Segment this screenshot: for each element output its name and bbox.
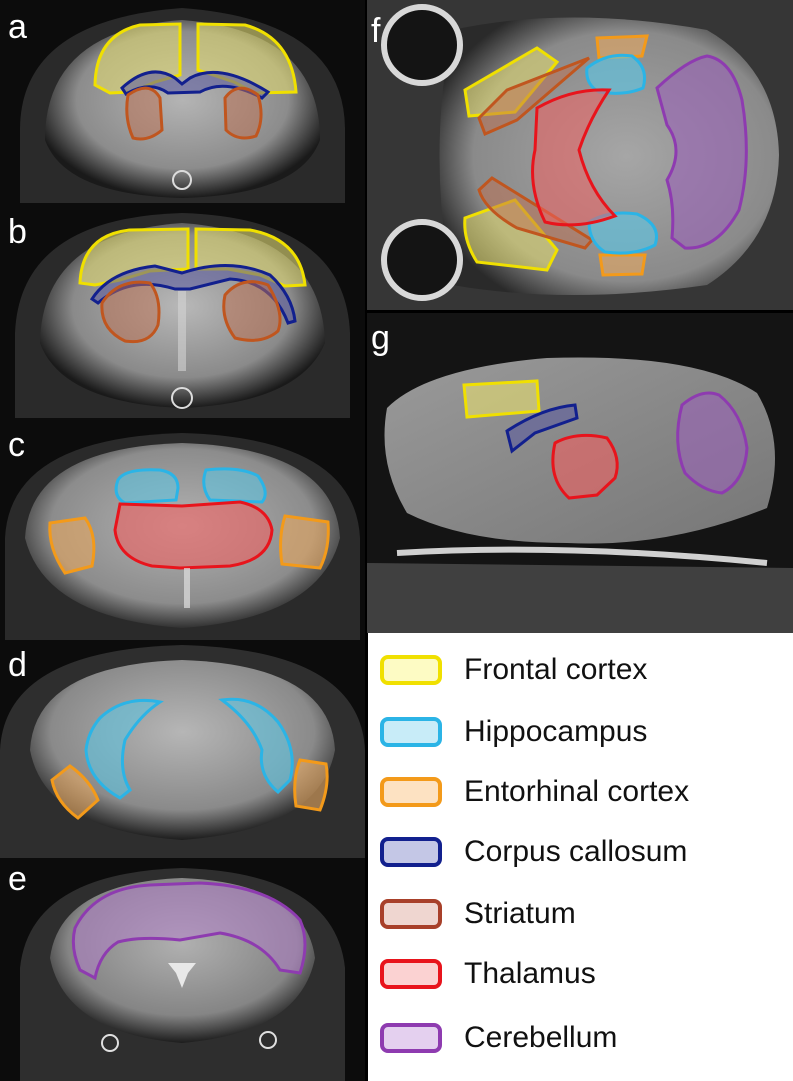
panel-label-d: d: [8, 646, 27, 684]
legend-item: Entorhinal cortex: [380, 773, 790, 813]
panel-c: c: [0, 418, 365, 640]
legend-label: Entorhinal cortex: [464, 775, 690, 808]
thalamus-region: [531, 88, 618, 227]
entorhinal-cortex-region: [598, 253, 647, 277]
hippocampus-region: [84, 698, 164, 800]
legend-swatch: [380, 655, 442, 685]
striatum-region: [125, 86, 164, 141]
legend-item: Corpus callosum: [380, 833, 790, 873]
panel-label-f: f: [371, 12, 381, 50]
entorhinal-cortex-region: [595, 34, 649, 60]
legend-swatch: [380, 1023, 442, 1053]
striatum-region: [222, 280, 282, 342]
panel-label-a: a: [8, 8, 27, 46]
hippocampus-region: [114, 468, 180, 505]
mri-slice-f: [367, 0, 793, 310]
thalamus-region: [551, 433, 619, 500]
mri-slice-a: [0, 0, 365, 203]
panel-label-c: c: [8, 426, 25, 464]
legend-label: Thalamus: [464, 957, 596, 990]
legend-item: Frontal cortex: [380, 651, 790, 691]
panel-b: b: [0, 203, 365, 418]
panel-d: d: [0, 640, 365, 858]
thalamus-region: [113, 500, 274, 570]
hippocampus-region: [587, 211, 658, 255]
mri-slice-c: [0, 418, 365, 640]
mri-slice-e: [0, 858, 365, 1081]
entorhinal-cortex-region: [279, 514, 330, 570]
entorhinal-cortex-region: [48, 516, 96, 575]
mri-slice-d: [0, 640, 365, 858]
entorhinal-cortex-region: [293, 758, 329, 812]
legend-label: Cerebellum: [464, 1021, 618, 1054]
entorhinal-cortex-region: [50, 764, 100, 820]
legend-item: Cerebellum: [380, 1019, 790, 1059]
hippocampus-region: [202, 467, 267, 504]
striatum-region: [223, 86, 263, 140]
legend-swatch: [380, 959, 442, 989]
mri-slice-b: [0, 203, 365, 418]
legend-swatch: [380, 899, 442, 929]
mri-slice-g: [367, 313, 793, 633]
hippocampus-region: [585, 53, 647, 95]
panel-label-b: b: [8, 213, 27, 251]
panel-a: a: [0, 0, 365, 203]
frontal-cortex-region: [462, 379, 541, 419]
panel-e: e: [0, 858, 365, 1081]
striatum-region: [100, 280, 161, 344]
legend-label: Frontal cortex: [464, 653, 648, 686]
legend-swatch: [380, 777, 442, 807]
legend-label: Corpus callosum: [464, 835, 688, 868]
striatum-region: [477, 56, 590, 137]
panel-f: f: [367, 0, 793, 310]
hippocampus-region: [218, 697, 294, 795]
frontal-cortex-region: [463, 198, 559, 272]
legend-swatch: [380, 837, 442, 867]
panel-label-e: e: [8, 860, 27, 898]
cerebellum-region: [655, 54, 748, 250]
panel-g: g: [367, 313, 793, 633]
legend-item: Thalamus: [380, 955, 790, 995]
panel-label-g: g: [371, 319, 390, 357]
cerebellum-region: [676, 391, 749, 495]
corpus-callosum-region: [505, 403, 579, 454]
legend-swatch: [380, 717, 442, 747]
striatum-region: [477, 176, 595, 250]
cerebellum-region: [71, 881, 307, 981]
legend-item: Striatum: [380, 895, 790, 935]
legend-item: Hippocampus: [380, 713, 790, 753]
corpus-callosum-region: [89, 264, 297, 325]
corpus-callosum-region: [120, 70, 271, 100]
legend-label: Hippocampus: [464, 715, 648, 748]
legend-label: Striatum: [464, 897, 576, 930]
